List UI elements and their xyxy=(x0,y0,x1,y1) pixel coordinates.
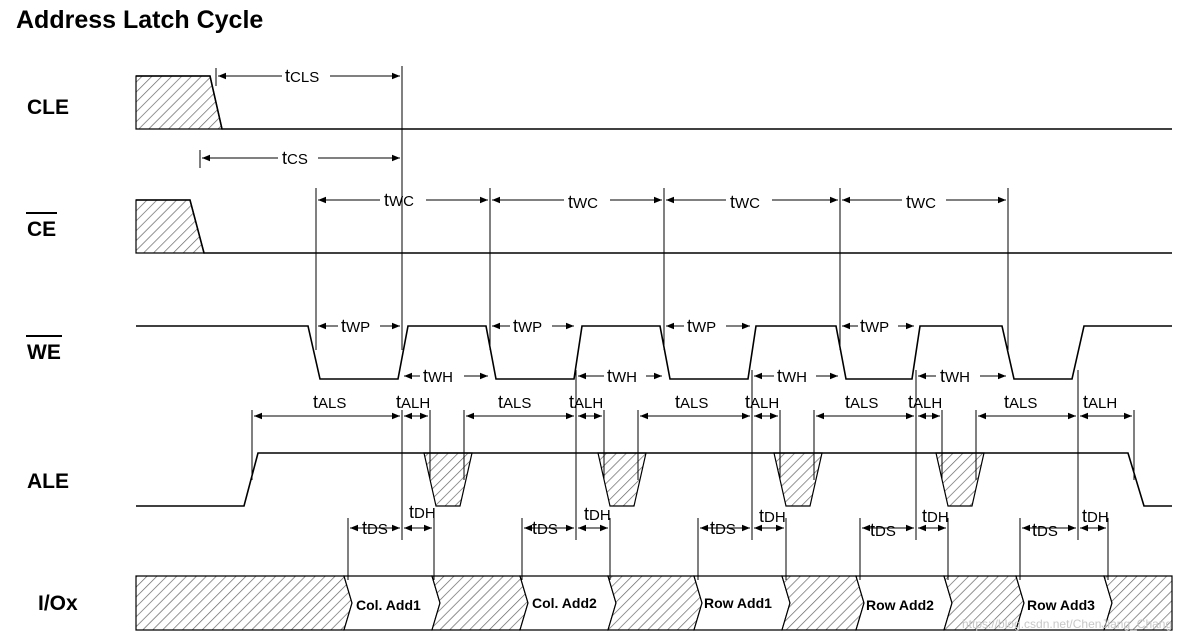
signal-label-ce: CE xyxy=(27,218,56,241)
timing-label-twc-3: tWC xyxy=(730,192,760,212)
timing-label-talh-3: tALH xyxy=(745,392,779,412)
timing-label-tds-4: tDS xyxy=(870,520,896,540)
diagram-title: Address Latch Cycle xyxy=(16,6,264,34)
timing-label-tals-1: tALS xyxy=(313,392,346,412)
timing-label-twh-3: tWH xyxy=(777,366,807,386)
we-waveform xyxy=(136,325,1172,380)
reference-lines xyxy=(199,66,1135,580)
watermark: https://blog.csdn.net/ChenJiang_Chang xyxy=(962,617,1172,631)
timing-label-twh-4: tWH xyxy=(940,366,970,386)
bus-label-col-add1: Col. Add1 xyxy=(356,597,421,613)
timing-label-tals-5: tALS xyxy=(1004,392,1037,412)
timing-label-tds-3: tDS xyxy=(710,518,736,538)
timing-label-talh-2: tALH xyxy=(569,392,603,412)
timing-label-tdh-1: tDH xyxy=(409,502,436,522)
timing-label-twc-2: tWC xyxy=(568,192,598,212)
ce-waveform xyxy=(135,199,1172,254)
signal-label-cle: CLE xyxy=(27,96,69,119)
bus-label-row-add2: Row Add2 xyxy=(866,597,934,613)
timing-label-twc-1: tWC xyxy=(384,190,414,210)
bus-label-row-add1: Row Add1 xyxy=(704,595,772,611)
signal-label-ale: ALE xyxy=(27,470,69,493)
bus-label-col-add2: Col. Add2 xyxy=(532,595,597,611)
timing-label-tdh-3: tDH xyxy=(759,506,786,526)
timing-label-tds-2: tDS xyxy=(532,518,558,538)
timing-labels: tCLS tCS tWC tWC tWC tWC tWP tWP tWP tWP… xyxy=(282,66,1117,540)
timing-label-talh-4: tALH xyxy=(908,392,942,412)
signal-label-we: WE xyxy=(27,341,61,364)
timing-label-tals-2: tALS xyxy=(498,392,531,412)
ale-waveform xyxy=(136,452,1172,507)
timing-label-tds-5: tDS xyxy=(1032,520,1058,540)
timing-label-tals-3: tALS xyxy=(675,392,708,412)
timing-label-tds-1: tDS xyxy=(362,518,388,538)
timing-label-twp-3: tWP xyxy=(687,316,716,336)
timing-label-tdh-2: tDH xyxy=(584,504,611,524)
timing-label-talh-5: tALH xyxy=(1083,392,1117,412)
timing-label-tals-4: tALS xyxy=(845,392,878,412)
bus-label-row-add3: Row Add3 xyxy=(1027,597,1095,613)
timing-label-tdh-4: tDH xyxy=(922,506,949,526)
timing-label-tdh-5: tDH xyxy=(1082,506,1109,526)
cle-waveform xyxy=(135,75,1172,130)
io-waveform xyxy=(135,575,1173,631)
timing-label-twp-2: tWP xyxy=(513,316,542,336)
timing-label-talh-1: tALH xyxy=(396,392,430,412)
timing-label-twp-1: tWP xyxy=(341,316,370,336)
timing-label-twp-4: tWP xyxy=(860,316,889,336)
timing-label-tcls: tCLS xyxy=(285,66,319,86)
timing-label-tcs: tCS xyxy=(282,148,308,168)
timing-label-twh-1: tWH xyxy=(423,366,453,386)
signal-label-io: I/Ox xyxy=(38,592,78,615)
timing-label-twh-2: tWH xyxy=(607,366,637,386)
timing-label-twc-4: tWC xyxy=(906,192,936,212)
timing-arrows xyxy=(202,72,1132,532)
